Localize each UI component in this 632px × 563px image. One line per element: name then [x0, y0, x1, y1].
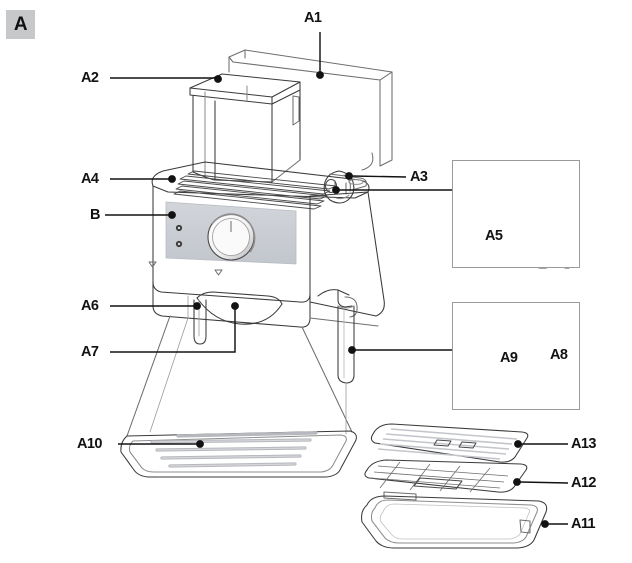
callout-label-A3: A3 [410, 169, 428, 185]
inset-accessories-detail [452, 302, 580, 410]
callout-label-A2: A2 [81, 70, 99, 86]
callout-label-A9: A9 [500, 350, 518, 366]
callout-label-A13: A13 [571, 436, 596, 452]
callout-label-B: B [90, 207, 100, 223]
callout-label-A10: A10 [77, 436, 102, 452]
callout-label-A7: A7 [81, 344, 99, 360]
callout-leaders [105, 32, 569, 528]
callout-label-A4: A4 [81, 171, 99, 187]
callout-label-A6: A6 [81, 298, 99, 314]
callout-label-A5: A5 [485, 228, 503, 244]
drip-tray-assembly [361, 423, 548, 549]
control-panel-graphic [165, 201, 297, 265]
callout-label-A1: A1 [304, 10, 322, 26]
machine-body [120, 49, 393, 478]
inset-steam-knob-detail [452, 160, 580, 268]
figure-badge: A [6, 10, 35, 39]
callout-label-A12: A12 [571, 475, 596, 491]
callout-label-A8: A8 [550, 347, 568, 363]
callout-label-A11: A11 [571, 516, 596, 532]
